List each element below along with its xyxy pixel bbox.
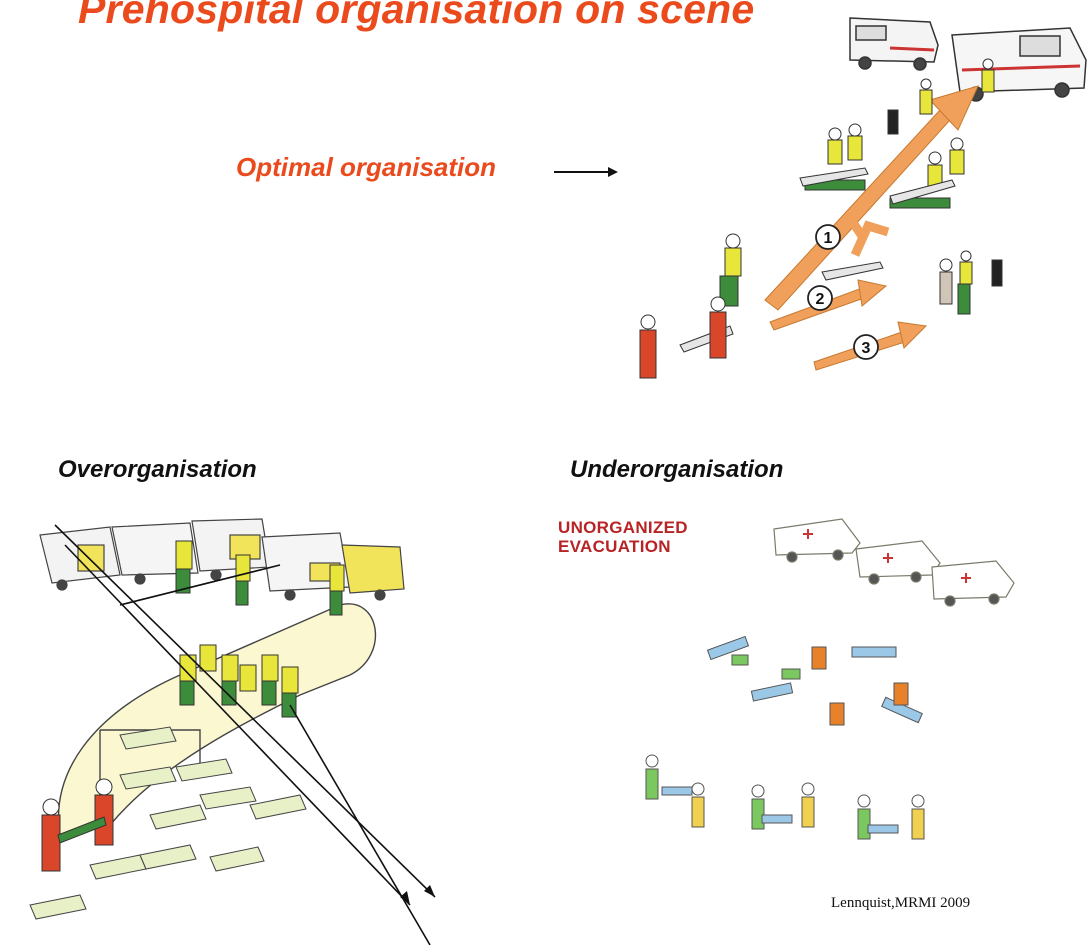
route-marker-1: 1 xyxy=(815,224,841,250)
overorganisation-label: Overorganisation xyxy=(58,456,257,483)
stretcher-bearer-figures-icon xyxy=(41,778,114,872)
stretcher-bearers-icon xyxy=(645,754,925,840)
unorganized-evacuation-stamp: UNORGANIZED EVACUATION xyxy=(558,518,688,556)
route-arrow-1-icon xyxy=(764,85,979,311)
stamp-line-1: UNORGANIZED xyxy=(558,518,688,537)
route-marker-2: 2 xyxy=(807,285,833,311)
source-credit: Lennquist,MRMI 2009 xyxy=(831,895,971,911)
route-marker-1-label: 1 xyxy=(824,230,833,247)
optimal-organisation-label: Optimal organisation xyxy=(236,152,497,182)
overorganisation-illustration xyxy=(29,518,436,945)
rescuer-figures-icon xyxy=(719,58,1003,315)
flow-arrows-icon xyxy=(54,524,436,945)
route-marker-3-label: 3 xyxy=(862,340,871,357)
underorganisation-illustration xyxy=(645,518,1015,840)
scattered-patients-icon xyxy=(706,635,923,726)
ambulance-row-icon xyxy=(39,518,405,601)
slide-title: Prehospital organisation on scene xyxy=(78,0,755,32)
optimal-organisation-illustration: 1 2 3 xyxy=(639,17,1087,379)
stamp-line-2: EVACUATION xyxy=(558,537,671,556)
lying-patients-icon xyxy=(29,726,307,920)
route-marker-2-label: 2 xyxy=(816,291,825,308)
crowd-figures-icon xyxy=(175,540,345,718)
route-marker-3: 3 xyxy=(853,334,879,360)
walking-patient-icon xyxy=(939,258,953,305)
ambulance-icon xyxy=(849,17,939,71)
underorganisation-label: Underorganisation xyxy=(570,456,784,483)
ambulance-icon xyxy=(773,518,1015,607)
pointer-arrow-icon xyxy=(554,167,618,177)
stretcher-bearer-figures-icon xyxy=(639,296,727,379)
